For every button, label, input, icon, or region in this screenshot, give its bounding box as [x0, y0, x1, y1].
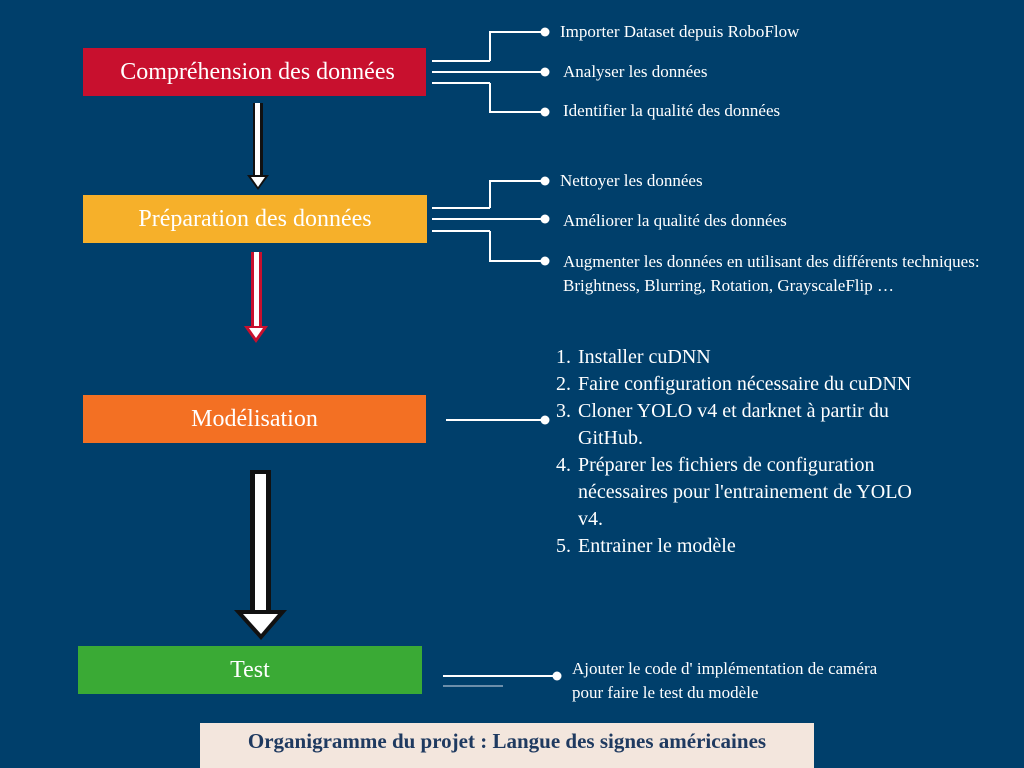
comprehension-item-3: Identifier la qualité des données: [563, 101, 781, 120]
step-item: 2. Faire configuration nécessaire du cuDN…: [556, 371, 936, 398]
step-text: Faire configuration nécessaire du cuDNN: [578, 373, 912, 395]
stage-comprehension: Compréhension des données: [83, 48, 426, 96]
step-number: 4.: [556, 454, 571, 476]
diagram-caption: Organigramme du projet : Langue des sign…: [200, 723, 814, 768]
preparation-item-2: Améliorer la qualité des données: [563, 211, 787, 230]
step-number: 2.: [556, 373, 571, 395]
step-text: Préparer les fichiers de configuration n…: [578, 454, 912, 530]
comprehension-item-1: Importer Dataset depuis RoboFlow: [560, 22, 800, 41]
step-text: Cloner YOLO v4 et darknet à partir du Gi…: [578, 400, 889, 449]
step-item: 3. Cloner YOLO v4 et darknet à partir du …: [556, 398, 936, 452]
step-number: 1.: [556, 346, 571, 368]
modelisation-steps: 1. Installer cuDNN 2. Faire configuration …: [556, 344, 936, 560]
step-item: 5. Entrainer le modèle: [556, 533, 936, 560]
arrow-1: [247, 103, 269, 190]
arrow-2: [244, 252, 268, 343]
step-item: 1. Installer cuDNN: [556, 344, 936, 371]
comprehension-item-2: Analyser les données: [563, 62, 708, 81]
arrow-3: [234, 470, 287, 640]
preparation-item-3: Augmenter les données en utilisant des d…: [563, 252, 980, 295]
step-text: Installer cuDNN: [578, 346, 711, 368]
step-number: 3.: [556, 400, 571, 422]
step-number: 5.: [556, 535, 571, 557]
test-item: Ajouter le code d' implémentation de cam…: [572, 659, 878, 702]
stage-preparation: Préparation des données: [83, 195, 427, 243]
stage-modelisation: Modélisation: [83, 395, 426, 443]
preparation-item-1: Nettoyer les données: [560, 171, 703, 190]
step-item: 4. Préparer les fichiers de configuration…: [556, 452, 936, 533]
stage-test: Test: [78, 646, 422, 694]
step-text: Entrainer le modèle: [578, 535, 736, 557]
